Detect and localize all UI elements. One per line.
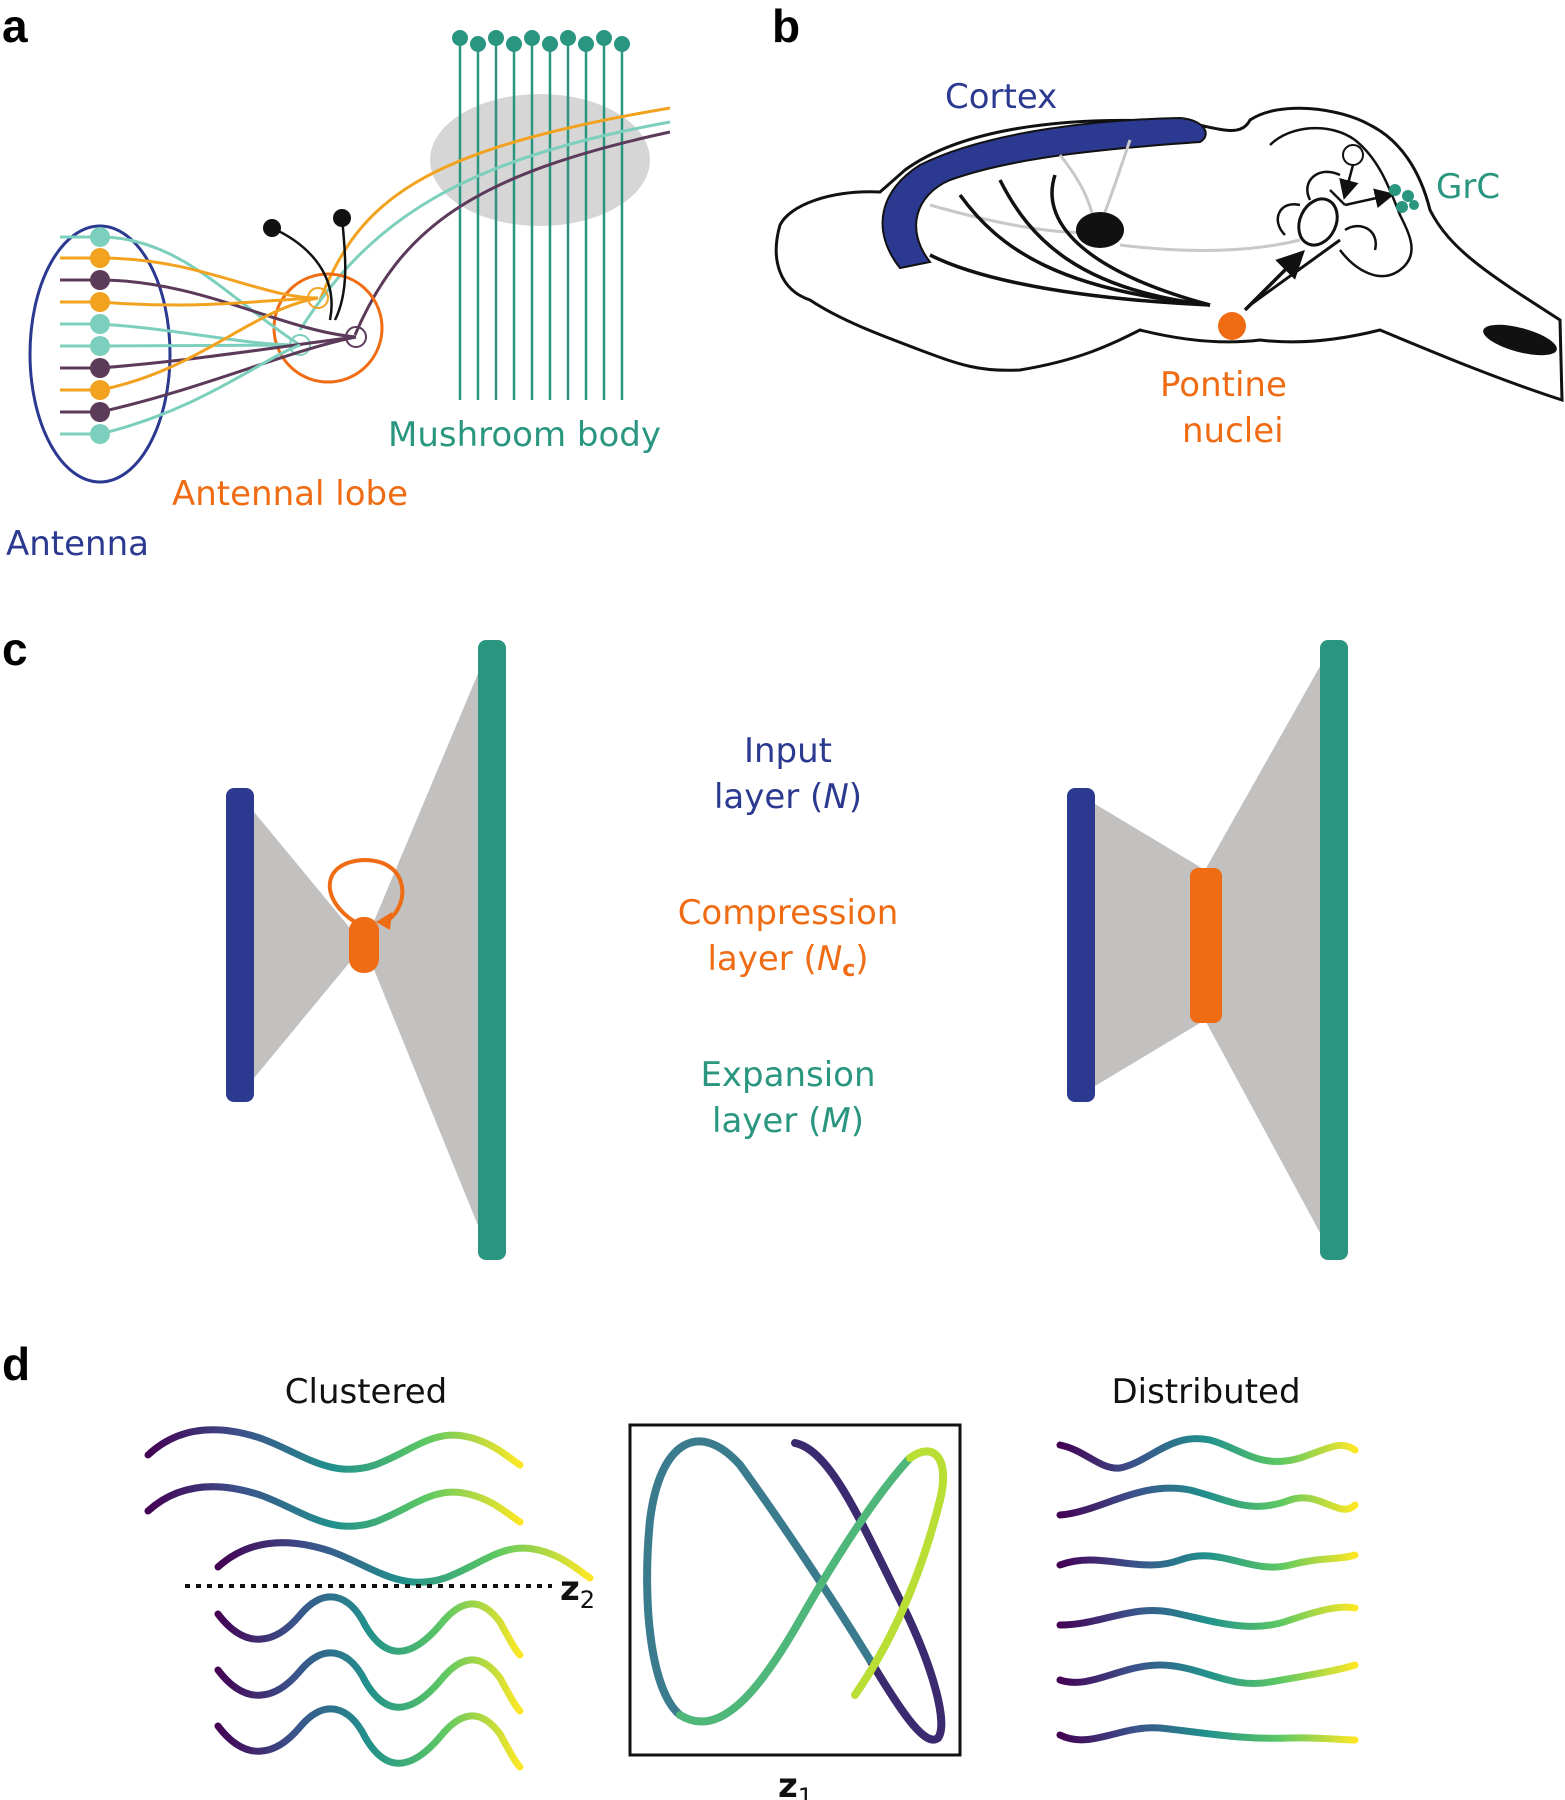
latent-curve [643, 1437, 948, 1744]
panel-a: a [2, 0, 671, 564]
cortico-pontine-fibers [929, 174, 1211, 307]
legend-expansion-1: Expansion [700, 1055, 875, 1095]
distributed-traces [1056, 1435, 1359, 1744]
cone-input-right [1080, 795, 1205, 1095]
panel-d-letter: d [2, 1338, 30, 1390]
granule-cells [1389, 184, 1419, 213]
label-grc: GrC [1436, 167, 1500, 207]
layer-legend: Input layer (N) Compression layer (Nc) E… [678, 731, 899, 1141]
label-mushroom-body: Mushroom body [388, 415, 661, 455]
label-pontine: Pontine [1160, 365, 1287, 405]
expansion-layer-bar [478, 640, 506, 1260]
expansion-layer-bar-right [1320, 640, 1348, 1260]
legend-expansion-2: layer (M) [712, 1101, 864, 1141]
compression-node [349, 917, 379, 973]
panel-b-letter: b [772, 0, 800, 52]
label-cortex: Cortex [945, 77, 1057, 117]
antenna-ellipse [28, 224, 172, 484]
label-antenna: Antenna [6, 524, 149, 564]
label-z2: z2 [560, 1569, 595, 1614]
interneuron-soma-2 [333, 209, 351, 227]
thalamus [1076, 212, 1124, 248]
cerebellar-nucleus [1297, 197, 1339, 247]
legend-input-2: layer (N) [714, 777, 862, 817]
olfactory-receptor-neurons [60, 235, 357, 436]
receptor-cell-bodies [90, 227, 110, 444]
legend-compression-2: layer (Nc) [707, 939, 868, 982]
latent-box [628, 1423, 962, 1757]
kenyon-cells [458, 40, 624, 400]
pons-to-dcn-arrow [1249, 238, 1341, 307]
label-nuclei: nuclei [1182, 411, 1284, 451]
panel-c: c Input layer (N) Compression layer (Nc)… [2, 623, 1348, 1260]
label-clustered: Clustered [285, 1372, 447, 1412]
panel-a-letter: a [2, 0, 28, 52]
panel-d: d Clustered Distributed z2 z1 [2, 1338, 1359, 1800]
compression-layer-bar-right [1190, 868, 1222, 1023]
legend-input-1: Input [744, 731, 832, 771]
label-distributed: Distributed [1111, 1372, 1300, 1412]
clustered-traces [144, 1426, 594, 1771]
cone-input [240, 795, 364, 1095]
pontine-nucleus [1218, 312, 1246, 340]
label-antennal-lobe: Antennal lobe [172, 474, 408, 514]
recurrent-loop-arrow [327, 857, 405, 924]
panel-c-letter: c [2, 623, 28, 675]
network-recurrent [226, 640, 506, 1260]
brainstem-nucleus [1483, 324, 1557, 356]
network-feedforward [1067, 640, 1348, 1260]
panel-b: b [772, 0, 1564, 451]
local-interneurons [271, 217, 347, 321]
cone-expansion-right [1205, 645, 1332, 1255]
purkinje-cell [1342, 144, 1364, 166]
cortex-band [881, 116, 1207, 270]
input-layer-bar-right [1067, 788, 1095, 1102]
cone-expansion [364, 645, 490, 1255]
legend-compression-1: Compression [678, 893, 899, 933]
label-z1: z1 [778, 1766, 813, 1800]
interneuron-soma-1 [263, 219, 281, 237]
cerebellum-folia [1269, 126, 1413, 278]
kenyon-cell-bodies [452, 30, 630, 52]
input-layer-bar [226, 788, 254, 1102]
